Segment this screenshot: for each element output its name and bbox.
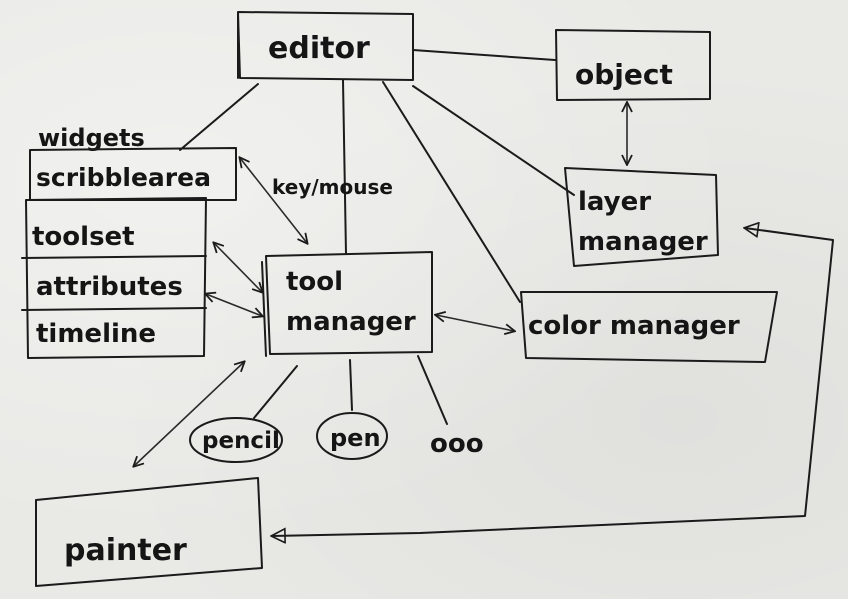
node-tool-manager-line2: manager [286, 307, 416, 337]
node-layer-manager-line1: layer [578, 187, 651, 217]
connectors [134, 49, 834, 536]
node-layer-manager-line2: manager [578, 227, 708, 257]
edge-editor-layermanager [412, 85, 575, 196]
edge-attributes-toolmanager [206, 294, 262, 316]
node-painter-label: painter [64, 533, 187, 568]
node-color-manager-label: color manager [528, 311, 740, 341]
node-attributes-label: attributes [36, 272, 183, 302]
node-toolset-label: toolset [32, 222, 135, 252]
more-tools-ellipsis: ooo [430, 429, 484, 459]
edge-toolmanager-pen [349, 359, 353, 411]
edge-editor-colormanager [382, 81, 521, 303]
edge-editor-toolmanager [342, 79, 347, 255]
edge-painter-layermanager [272, 228, 834, 536]
edge-toolmanager-colormanager [436, 315, 514, 331]
node-timeline-label: timeline [36, 319, 156, 349]
node-pen[interactable]: pen [316, 412, 388, 460]
node-scribblearea[interactable]: scribblearea [29, 147, 237, 201]
node-pencil-label: pencil [202, 428, 280, 454]
node-toolset[interactable]: toolset [32, 222, 135, 252]
node-editor-label: editor [268, 31, 370, 66]
node-object[interactable]: object [555, 29, 711, 101]
edge-scribble-toolmanager [240, 158, 307, 243]
widgets-label: widgets [38, 124, 145, 152]
node-attributes[interactable]: attributes [36, 272, 183, 302]
node-timeline[interactable]: timeline [36, 319, 156, 349]
edge-toolmanager-ooo [417, 355, 448, 425]
node-color-manager[interactable]: color manager [520, 291, 778, 363]
node-painter[interactable]: painter [35, 477, 263, 587]
node-object-label: object [575, 58, 673, 91]
node-tool-manager-line1: tool [286, 267, 343, 297]
edge-label-key-mouse: key/mouse [272, 175, 393, 199]
node-pen-label: pen [330, 424, 381, 452]
node-pencil[interactable]: pencil [189, 417, 283, 463]
widget-panel [21, 197, 207, 359]
edge-toolmanager-pencil [253, 365, 298, 419]
edge-editor-scribblearea [179, 83, 259, 151]
node-layer-manager[interactable]: layer manager [564, 167, 719, 267]
edge-toolset-toolmanager [214, 243, 262, 292]
edge-toolmanager-painter [134, 362, 244, 466]
node-tool-manager[interactable]: tool manager [261, 251, 433, 357]
node-editor[interactable]: editor [237, 11, 414, 81]
edge-editor-object [412, 49, 556, 61]
node-scribblearea-label: scribblearea [36, 163, 211, 192]
